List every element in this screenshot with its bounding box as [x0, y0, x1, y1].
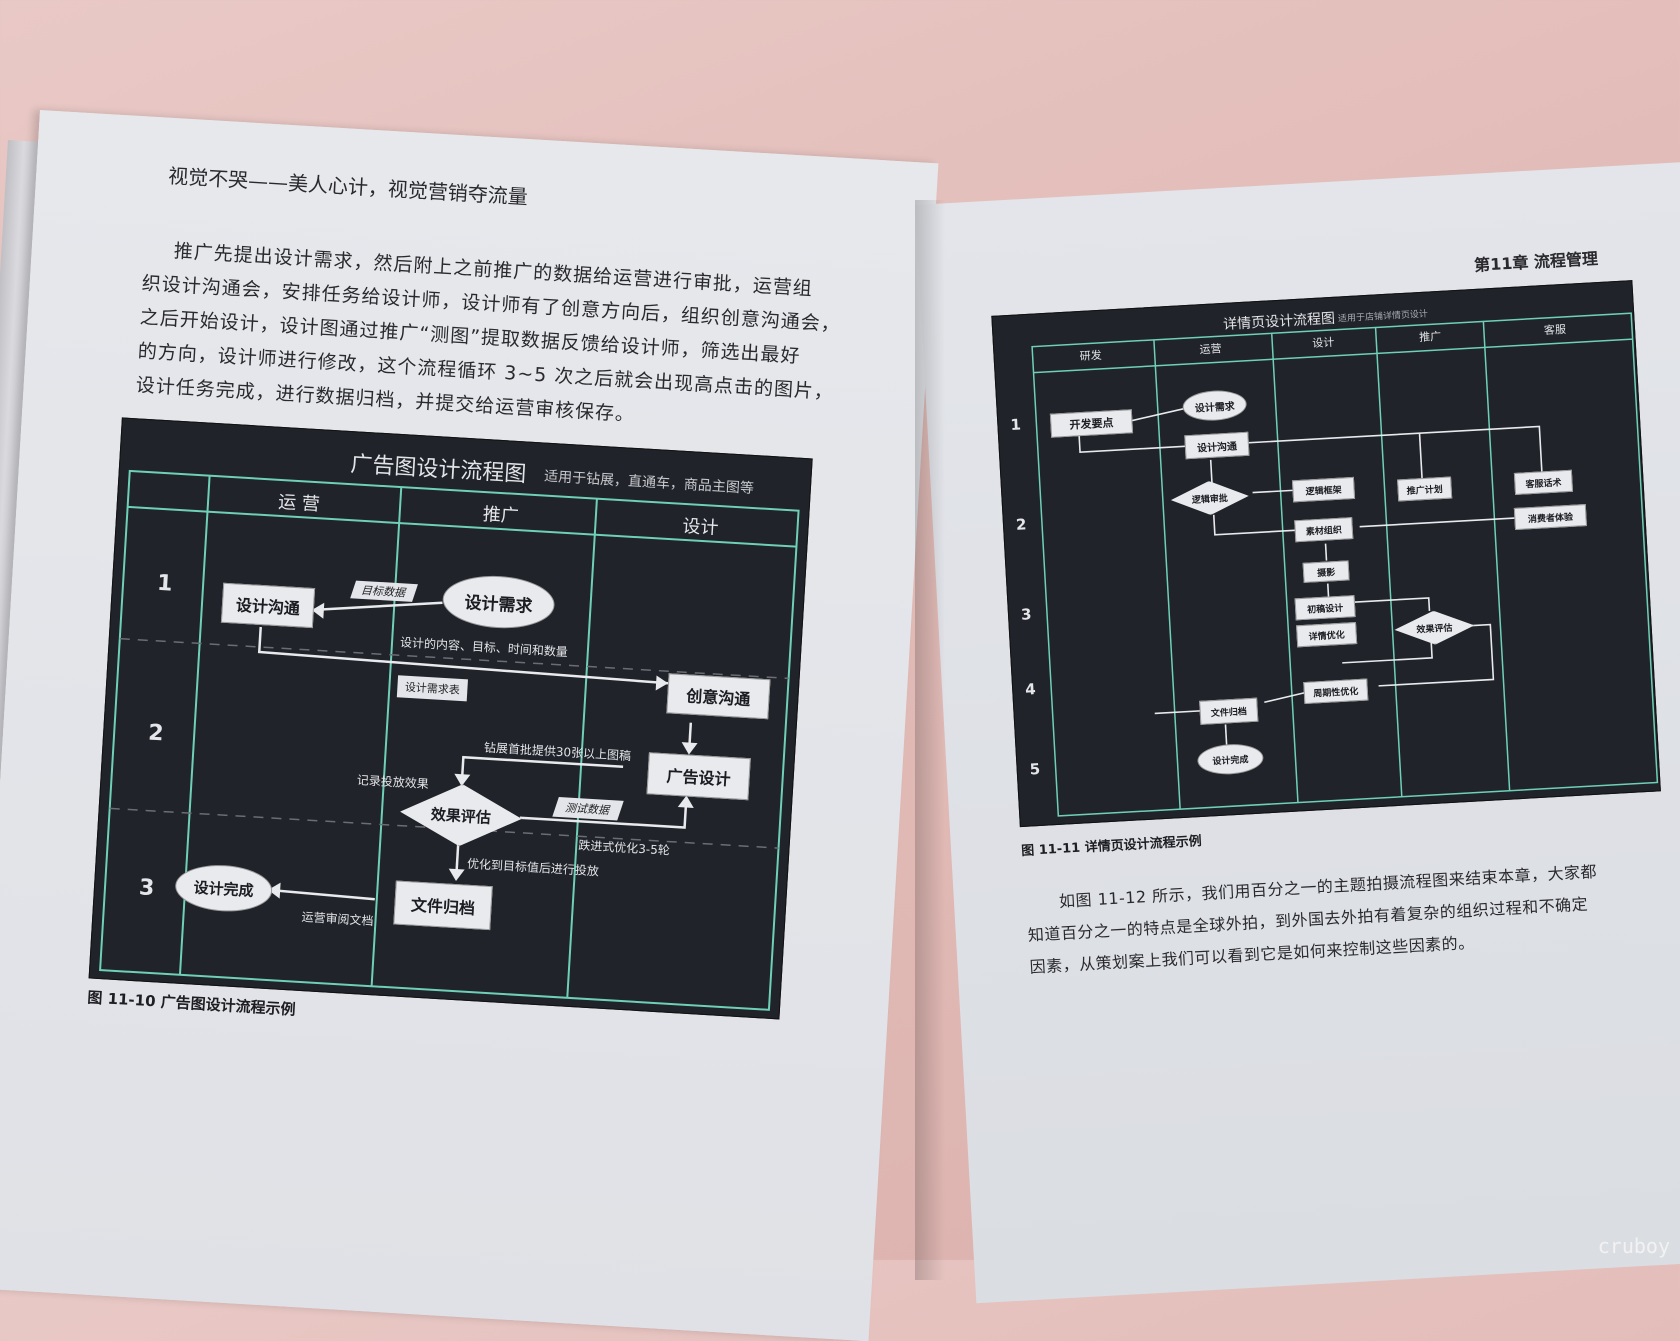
book-gutter-shadow [915, 200, 945, 1280]
lane-label: 研发 [1079, 348, 1103, 364]
right-page: 第11章 流程管理 详情页设计流程图 适用于店铺详情页设计 [915, 160, 1680, 1304]
swimlane-grid [99, 469, 800, 1011]
detail-page-flowchart: 详情页设计流程图 适用于店铺详情页设计 [991, 280, 1661, 828]
swimlane-grid [1031, 312, 1659, 817]
node-periodic-opt: 周期性优化 [1303, 678, 1369, 705]
row-number: 4 [1024, 680, 1037, 699]
figure-caption: 图 11-10 广告图设计流程示例 [86, 988, 297, 1019]
node-consumer: 消费者体验 [1513, 504, 1587, 531]
ad-design-flowchart: 广告图设计流程图 适用于钻展，直通车，商品主图等 [88, 417, 813, 1020]
lane-label: 推广 [1418, 329, 1442, 345]
note-test-data: 测试数据 [552, 796, 624, 821]
node-cs-script: 客服话术 [1513, 469, 1574, 495]
node-shoot: 摄影 [1302, 560, 1350, 583]
node-file-archive: 文件归档 [393, 880, 493, 931]
row-number: 3 [138, 875, 156, 902]
lane-label: 推广 [482, 503, 520, 528]
node-material: 素材组织 [1294, 517, 1354, 543]
node-design-comm: 设计沟通 [1184, 431, 1250, 460]
node-creative-comm: 创意沟通 [666, 673, 771, 720]
node-detail-opt: 详情优化 [1296, 622, 1358, 648]
note-target-data: 目标数据 [350, 580, 418, 602]
node-draft: 初稿设计 [1294, 595, 1356, 621]
lane-label: 运 营 [277, 491, 321, 516]
node-dev-points: 开发要点 [1049, 409, 1134, 438]
lane-label: 设计 [1311, 335, 1335, 351]
node-ad-design: 广告设计 [646, 752, 751, 801]
row-number: 2 [1015, 515, 1027, 534]
node-design-comm: 设计沟通 [220, 582, 316, 629]
lane-label: 设计 [681, 515, 719, 539]
lane-label: 运营 [1199, 342, 1222, 357]
row-number: 3 [1020, 605, 1032, 624]
lane-label: 客服 [1543, 322, 1567, 338]
row-number: 2 [147, 720, 165, 747]
row-number: 1 [1009, 415, 1022, 435]
node-promo-plan: 推广计划 [1397, 476, 1453, 502]
figure-caption: 图 11-11 详情页设计流程示例 [1020, 834, 1203, 860]
node-file-archive: 文件归档 [1199, 697, 1259, 725]
watermark: cruboy [1597, 1234, 1670, 1258]
running-header: 第11章 流程管理 [1473, 248, 1599, 275]
running-header: 视觉不哭——美人心计，视觉营销夺流量 [167, 163, 529, 210]
note-demand-sheet: 设计需求表 [396, 675, 468, 702]
row-number: 1 [156, 570, 174, 597]
node-logic-frame: 逻辑框架 [1291, 476, 1356, 503]
row-number: 5 [1029, 759, 1041, 779]
left-page: 视觉不哭——美人心计，视觉营销夺流量 推广先提出设计需求，然后附上之前推广的数据… [0, 110, 939, 1341]
